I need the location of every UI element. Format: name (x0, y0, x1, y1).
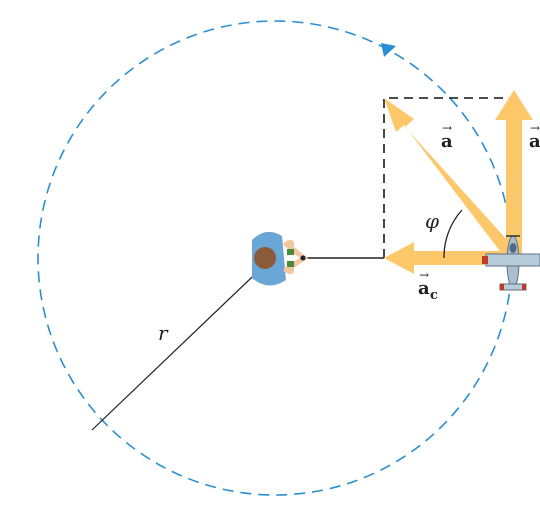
radius-label: r (158, 321, 169, 345)
centripetal-acceleration-label: a c → (418, 268, 438, 303)
centripetal-acceleration-symbol: a (418, 278, 430, 299)
centripetal-acceleration-vector (384, 242, 514, 274)
orbit-direction-arrow (381, 43, 396, 57)
tangential-acceleration-label: a → (529, 121, 540, 152)
vector-arrow-glyph: → (530, 121, 540, 135)
angle-label: φ (425, 209, 439, 233)
person-top-view-icon (252, 231, 309, 286)
total-acceleration-label: a → (441, 121, 453, 152)
tangential-acceleration-symbol: a (529, 131, 540, 152)
centripetal-subscript: c (430, 288, 438, 303)
vector-arrow-glyph: → (419, 268, 429, 282)
tangential-acceleration-vector (495, 90, 533, 258)
total-acceleration-vector (384, 98, 519, 263)
component-rectangle (383, 97, 514, 258)
airplane-top-view-icon (482, 235, 540, 291)
radius-line (91, 257, 273, 431)
vector-arrow-glyph: → (442, 121, 452, 135)
angle-arc (443, 209, 463, 259)
total-acceleration-symbol: a (441, 131, 453, 152)
